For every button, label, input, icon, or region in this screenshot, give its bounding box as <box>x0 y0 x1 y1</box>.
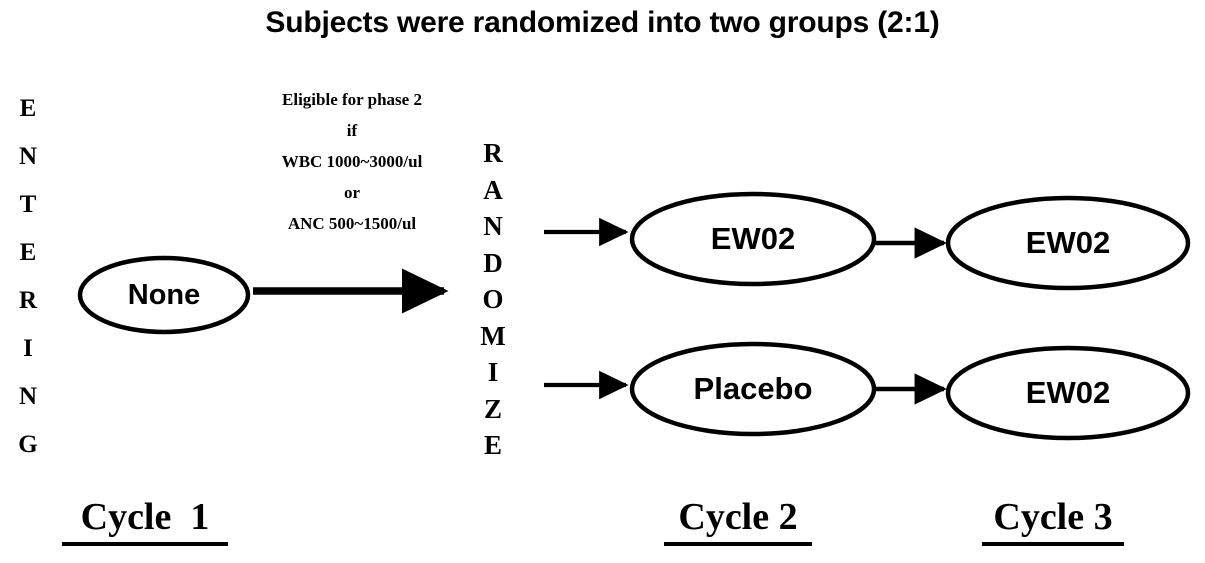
randomize-letter: Z <box>483 393 502 424</box>
eligibility-line: or <box>343 183 361 202</box>
entering-letter: T <box>19 191 37 218</box>
entering-label: E N T E R I N G <box>6 96 50 480</box>
eligibility-line: if <box>346 121 358 140</box>
ellipse-cycle3-control[interactable] <box>945 345 1191 441</box>
ellipse-cycle2-treatment[interactable] <box>629 191 877 287</box>
node-label-none[interactable]: None <box>127 278 201 311</box>
page-title: Subjects were randomized into two groups… <box>265 6 940 39</box>
randomize-letter: A <box>483 174 503 205</box>
entering-letter: N <box>18 143 38 170</box>
randomize-letter: R <box>483 138 503 168</box>
randomize-letter: O <box>482 284 504 314</box>
randomize-letter: D <box>483 247 503 278</box>
randomize-letter: M <box>480 320 506 351</box>
randomize-letter: I <box>487 357 499 387</box>
node-label-cycle3-treatment[interactable]: EW02 <box>1025 225 1111 260</box>
eligibility-note: Eligible for phase 2 if WBC 1000~3000/ul… <box>232 84 472 239</box>
eligibility-line: Eligible for phase 2 <box>282 90 422 109</box>
entering-letter: E <box>19 95 37 122</box>
eligibility-line: ANC 500~1500/ul <box>287 214 417 233</box>
randomize-label: R A N D O M I Z E <box>470 140 516 469</box>
entering-letter: R <box>18 287 38 314</box>
entering-letter: G <box>18 431 38 458</box>
cycle-caption-3: Cycle 3 <box>982 495 1124 546</box>
node-label-cycle2-treatment[interactable]: EW02 <box>710 221 796 256</box>
randomize-letter: E <box>483 430 502 460</box>
randomize-letter: N <box>483 211 503 241</box>
entering-letter: I <box>23 335 33 362</box>
entering-letter: E <box>19 239 37 266</box>
node-label-cycle3-control[interactable]: EW02 <box>1025 375 1111 410</box>
entering-letter: N <box>18 383 38 410</box>
ellipse-cycle3-treatment[interactable] <box>945 195 1191 291</box>
cycle-caption-1: Cycle 1 <box>62 495 228 546</box>
cycle-caption-2: Cycle 2 <box>664 495 812 546</box>
ellipse-none[interactable] <box>77 255 251 335</box>
node-label-cycle2-control[interactable]: Placebo <box>693 371 813 406</box>
eligibility-line: WBC 1000~3000/ul <box>281 152 423 171</box>
